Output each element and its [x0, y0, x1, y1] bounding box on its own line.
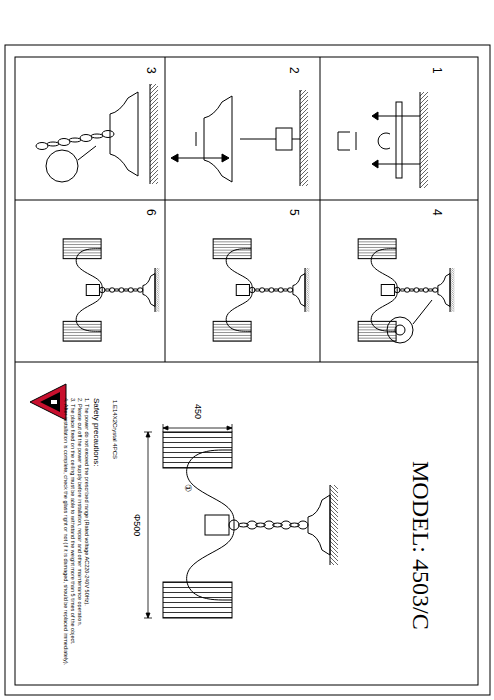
inner-border [15, 57, 478, 685]
bulb-spec-note: 1.E14X2Crystal 4PCS [111, 400, 118, 459]
chandelier-figures [63, 239, 454, 618]
safety-heading: Safety precautions: [92, 398, 101, 466]
callout-number: ① [183, 484, 193, 492]
step3-chain-figure [36, 84, 158, 184]
panel-divider [15, 362, 478, 363]
warning-icon [30, 384, 66, 420]
chandelier [213, 239, 309, 341]
dimension-label: 450 [193, 404, 203, 419]
panel-divider [15, 200, 478, 201]
step-number: 2 [286, 67, 300, 74]
safety-note: 2. Please cut off the power supply befor… [77, 398, 83, 626]
panel-divider [165, 57, 166, 362]
step-number: 4 [429, 209, 443, 216]
safety-note: 1. The power do not exceed the prescribe… [84, 398, 90, 606]
step1-bracket-figure [338, 92, 428, 188]
safety-note: 4. After installation is complete, check… [63, 398, 69, 665]
panel-divider [320, 57, 321, 362]
outer-border [5, 45, 490, 695]
step-number: 3 [143, 67, 157, 74]
step-number: 5 [286, 209, 300, 216]
chandelier [63, 239, 159, 341]
dimension-label: Φ500 [132, 514, 142, 536]
frame [5, 45, 490, 695]
safety-note: 3. The place fixed on the ceiling must b… [70, 398, 76, 644]
step-number: 6 [143, 209, 157, 216]
chandelier [358, 239, 454, 341]
step2-canopy-figure [171, 90, 308, 186]
chandelier [163, 432, 338, 618]
step-number: 1 [429, 67, 443, 74]
model-title: MODEL: 4503/C [406, 461, 434, 630]
dimension-lines [144, 424, 232, 618]
